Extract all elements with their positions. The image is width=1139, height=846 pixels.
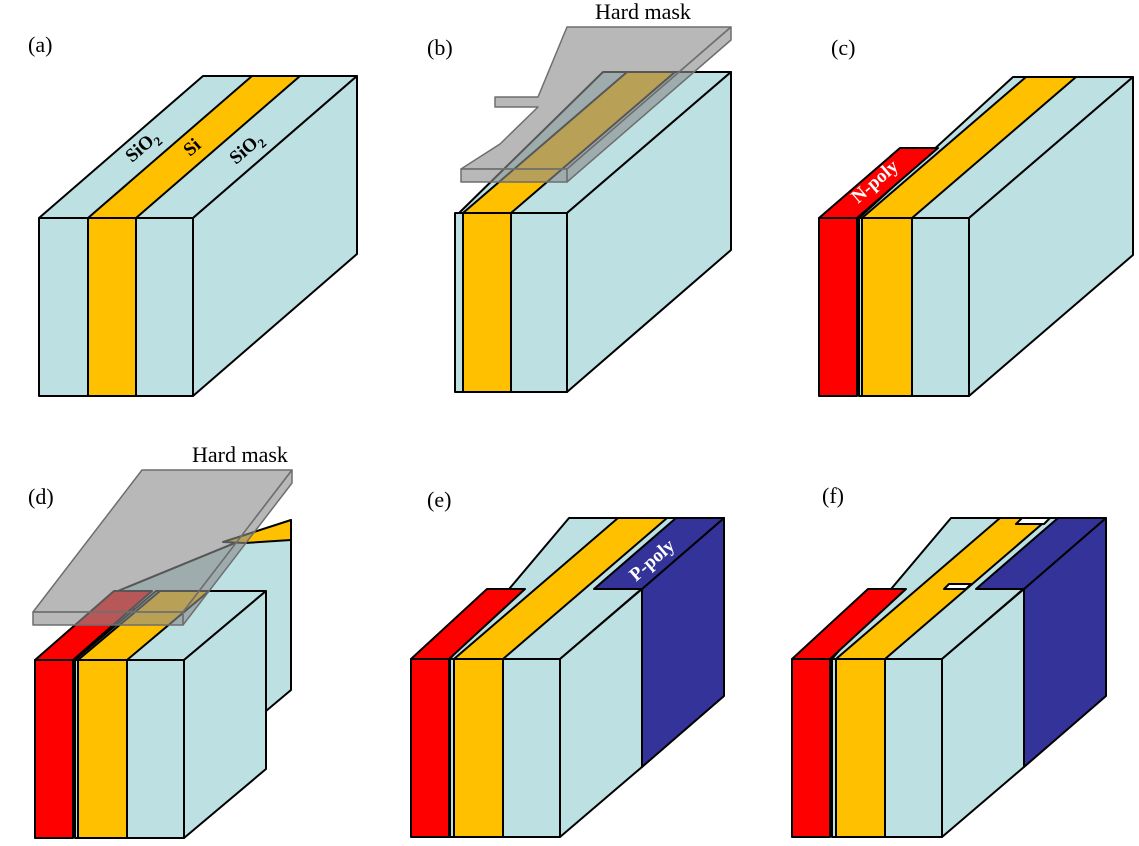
panel-a-si-strip-front bbox=[87, 217, 137, 397]
panel-b-right-face bbox=[566, 71, 732, 393]
panel-f-n-poly-front bbox=[791, 658, 831, 838]
panel-d-n-poly-front bbox=[34, 659, 74, 839]
panel-d-label: (d) bbox=[28, 484, 54, 509]
panel-d-hard-mask-front bbox=[32, 611, 184, 626]
panel-f-p-poly-top bbox=[975, 517, 1107, 590]
panel-e: (e) P-poly bbox=[410, 487, 725, 838]
panel-a-right-face bbox=[192, 75, 358, 397]
panel-c-right-face bbox=[968, 76, 1134, 397]
panel-b-hard-mask-side bbox=[566, 26, 732, 183]
panel-c-label: (c) bbox=[831, 35, 855, 60]
panel-f-void-small bbox=[943, 583, 972, 590]
panel-d-si-strip-front bbox=[77, 659, 128, 839]
panel-b-hard-mask-front bbox=[460, 168, 568, 183]
panel-b-hard-mask-label: Hard mask bbox=[595, 0, 691, 24]
panel-e-p-poly-top bbox=[593, 517, 725, 590]
panel-b: (b) Hard mask bbox=[427, 0, 732, 393]
panel-a: (a) SiO2 Si SiO2 bbox=[28, 32, 358, 397]
panel-f-si-strip-front bbox=[835, 658, 886, 838]
panel-c-n-poly-front bbox=[818, 217, 858, 397]
panel-e-label: (e) bbox=[427, 487, 451, 512]
panel-a-label: (a) bbox=[28, 32, 52, 57]
panel-e-n-poly-front bbox=[410, 658, 450, 838]
panel-d-hard-mask-side bbox=[182, 469, 293, 626]
panel-b-si-strip-front bbox=[462, 212, 512, 393]
panel-d-hard-mask-label: Hard mask bbox=[192, 442, 288, 467]
panel-f: (f) bbox=[791, 483, 1107, 838]
panel-e-si-strip-front bbox=[453, 658, 504, 838]
panel-c-si-strip-front bbox=[861, 217, 913, 397]
panel-c: (c) N-poly bbox=[818, 35, 1134, 397]
panel-b-label: (b) bbox=[427, 35, 453, 60]
panel-f-label: (f) bbox=[822, 483, 844, 508]
panel-f-void-top bbox=[1015, 517, 1051, 525]
panel-d-right-face bbox=[183, 590, 267, 839]
panel-d: (d) Hard mask bbox=[28, 442, 293, 839]
